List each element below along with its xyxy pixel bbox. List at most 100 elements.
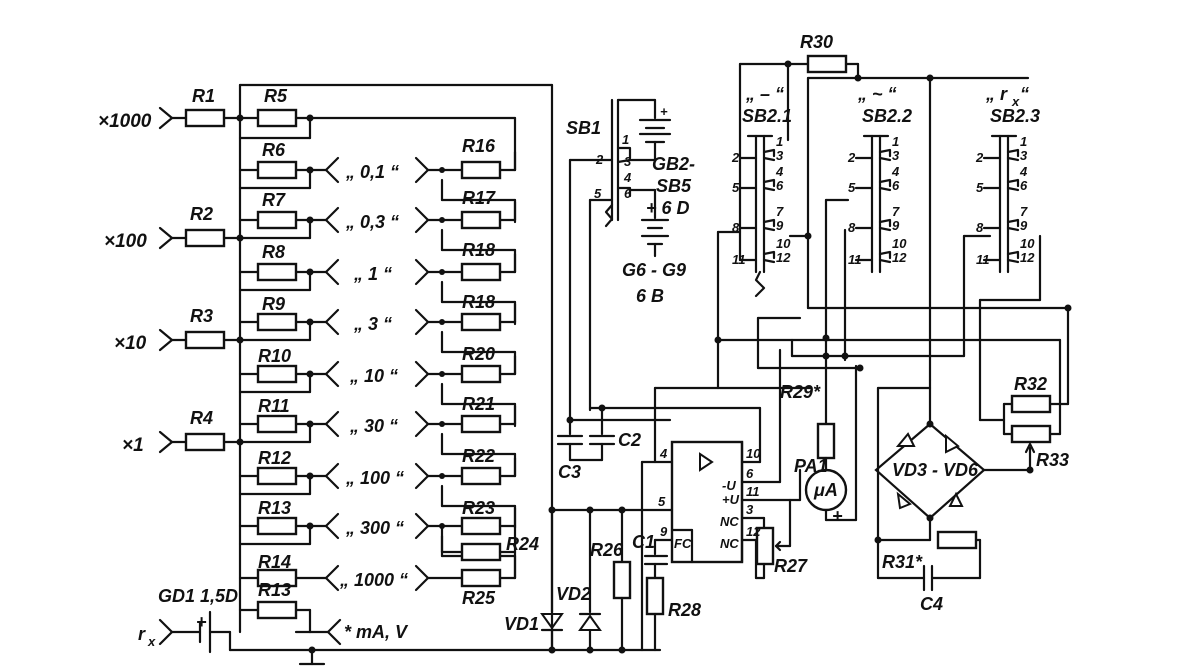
label-r22: R22 xyxy=(462,446,495,466)
label-r27: R27 xyxy=(774,556,808,576)
ic-label-neg: -U xyxy=(722,478,736,493)
svg-text:10: 10 xyxy=(892,236,907,251)
label-r30: R30 xyxy=(800,32,833,52)
gb-label-1: GB2- xyxy=(652,154,695,174)
multiplier-x1000: ×1000 xyxy=(98,111,152,132)
svg-text:3: 3 xyxy=(624,154,632,169)
input-terminals xyxy=(158,106,260,646)
label-r5: R5 xyxy=(264,86,288,106)
sb23-mode-sub: x xyxy=(1011,94,1020,109)
svg-text:3: 3 xyxy=(1020,148,1028,163)
meter-symbol: μA xyxy=(813,480,838,500)
labels: ×1000 ×100 ×10 ×1 r x R1 R5 R6 R7 R2 R8 … xyxy=(98,32,1069,649)
svg-text:7: 7 xyxy=(1020,204,1028,219)
label-c3: C3 xyxy=(558,462,581,482)
svg-text:11: 11 xyxy=(848,252,862,267)
sb21-label: SB2.1 xyxy=(742,106,792,126)
svg-text:2: 2 xyxy=(595,152,604,167)
svg-text:2: 2 xyxy=(847,150,856,165)
svg-text:+: + xyxy=(660,104,668,119)
label-r29: R29* xyxy=(780,382,821,402)
sb23-mode: „ r xyxy=(985,84,1008,104)
label-vd1: VD1 xyxy=(504,614,539,634)
battery-gb xyxy=(616,98,672,258)
diode-vd1 xyxy=(540,508,564,652)
range-0-3: „ 0,3 “ xyxy=(345,212,399,232)
svg-text:9: 9 xyxy=(1020,218,1028,233)
range-0-1: „ 0,1 “ xyxy=(345,162,399,182)
svg-text:6: 6 xyxy=(776,178,784,193)
diode-vd2 xyxy=(578,506,602,652)
ic-label-nc2: NC xyxy=(720,536,739,551)
rx-input-label: r xyxy=(138,624,146,644)
svg-text:10: 10 xyxy=(1020,236,1035,251)
svg-text:6: 6 xyxy=(1020,178,1028,193)
svg-text:1: 1 xyxy=(622,132,629,147)
label-vd2: VD2 xyxy=(556,584,591,604)
svg-text:3: 3 xyxy=(892,148,900,163)
svg-text:8: 8 xyxy=(848,220,856,235)
label-r23: R23 xyxy=(462,498,495,518)
ic-pin-5: 5 xyxy=(658,494,666,509)
svg-text:8: 8 xyxy=(976,220,984,235)
range-ma-v: * mA, V xyxy=(344,622,409,642)
label-pa1: PA1 xyxy=(794,456,828,476)
svg-text:7: 7 xyxy=(892,204,900,219)
label-r13: R13 xyxy=(258,498,291,518)
rx-input-sub: x xyxy=(147,634,156,649)
r27-pot xyxy=(754,498,792,580)
ic-pin-6: 6 xyxy=(746,466,754,481)
range-row xyxy=(238,404,517,478)
label-r32: R32 xyxy=(1014,374,1047,394)
sb21-mode: „ – “ xyxy=(745,84,784,104)
sb23-label: SB2.3 xyxy=(990,106,1040,126)
label-c1: C1 xyxy=(632,532,655,552)
g-label-2: 6 B xyxy=(636,286,664,306)
label-r1: R1 xyxy=(192,86,215,106)
op-amp-ic xyxy=(670,440,744,564)
svg-text:4: 4 xyxy=(623,170,632,185)
svg-text:+: + xyxy=(196,612,207,632)
label-r8: R8 xyxy=(262,242,285,262)
ic-pin-10: 10 xyxy=(746,446,761,461)
label-vd3-vd6: VD3 - VD6 xyxy=(892,460,979,480)
label-r26: R26 xyxy=(590,540,624,560)
label-r4: R4 xyxy=(190,408,213,428)
svg-text:5: 5 xyxy=(594,186,602,201)
svg-text:4: 4 xyxy=(891,164,900,179)
label-r28: R28 xyxy=(668,600,701,620)
range-10: „ 10 “ xyxy=(349,366,398,386)
svg-text:10: 10 xyxy=(776,236,791,251)
ic-pin-12: 12 xyxy=(746,524,761,539)
svg-text:12: 12 xyxy=(776,250,791,265)
svg-text:9: 9 xyxy=(776,218,784,233)
svg-text:1: 1 xyxy=(776,134,783,149)
svg-text:12: 12 xyxy=(1020,250,1035,265)
range-row xyxy=(238,150,517,224)
svg-text:6: 6 xyxy=(892,178,900,193)
range-100: „ 100 “ xyxy=(345,468,404,488)
label-r13b: R13 xyxy=(258,580,291,600)
svg-text:5: 5 xyxy=(848,180,856,195)
svg-text:9: 9 xyxy=(892,218,900,233)
svg-text:11: 11 xyxy=(976,252,990,267)
ic-pin-11: 11 xyxy=(746,484,760,499)
svg-text:4: 4 xyxy=(1019,164,1028,179)
range-3: „ 3 “ xyxy=(353,314,392,334)
label-r25: R25 xyxy=(462,588,496,608)
range-resistor-rows xyxy=(238,150,517,592)
g-label-1: G6 - G9 xyxy=(622,260,686,280)
label-c4: C4 xyxy=(920,594,943,614)
range-1: „ 1 “ xyxy=(353,264,392,284)
svg-text:2: 2 xyxy=(731,150,740,165)
multiplier-x1: ×1 xyxy=(122,435,144,456)
sb22-mode: „ ~ “ xyxy=(857,84,897,104)
range-1000: „ 1000 “ xyxy=(339,570,408,590)
range-row xyxy=(238,564,517,592)
multiplier-x100: ×100 xyxy=(104,231,147,252)
ic-label-nc1: NC xyxy=(720,514,739,529)
r24-r25 xyxy=(440,524,517,580)
label-r21: R21 xyxy=(462,394,495,414)
range-row xyxy=(238,456,517,530)
